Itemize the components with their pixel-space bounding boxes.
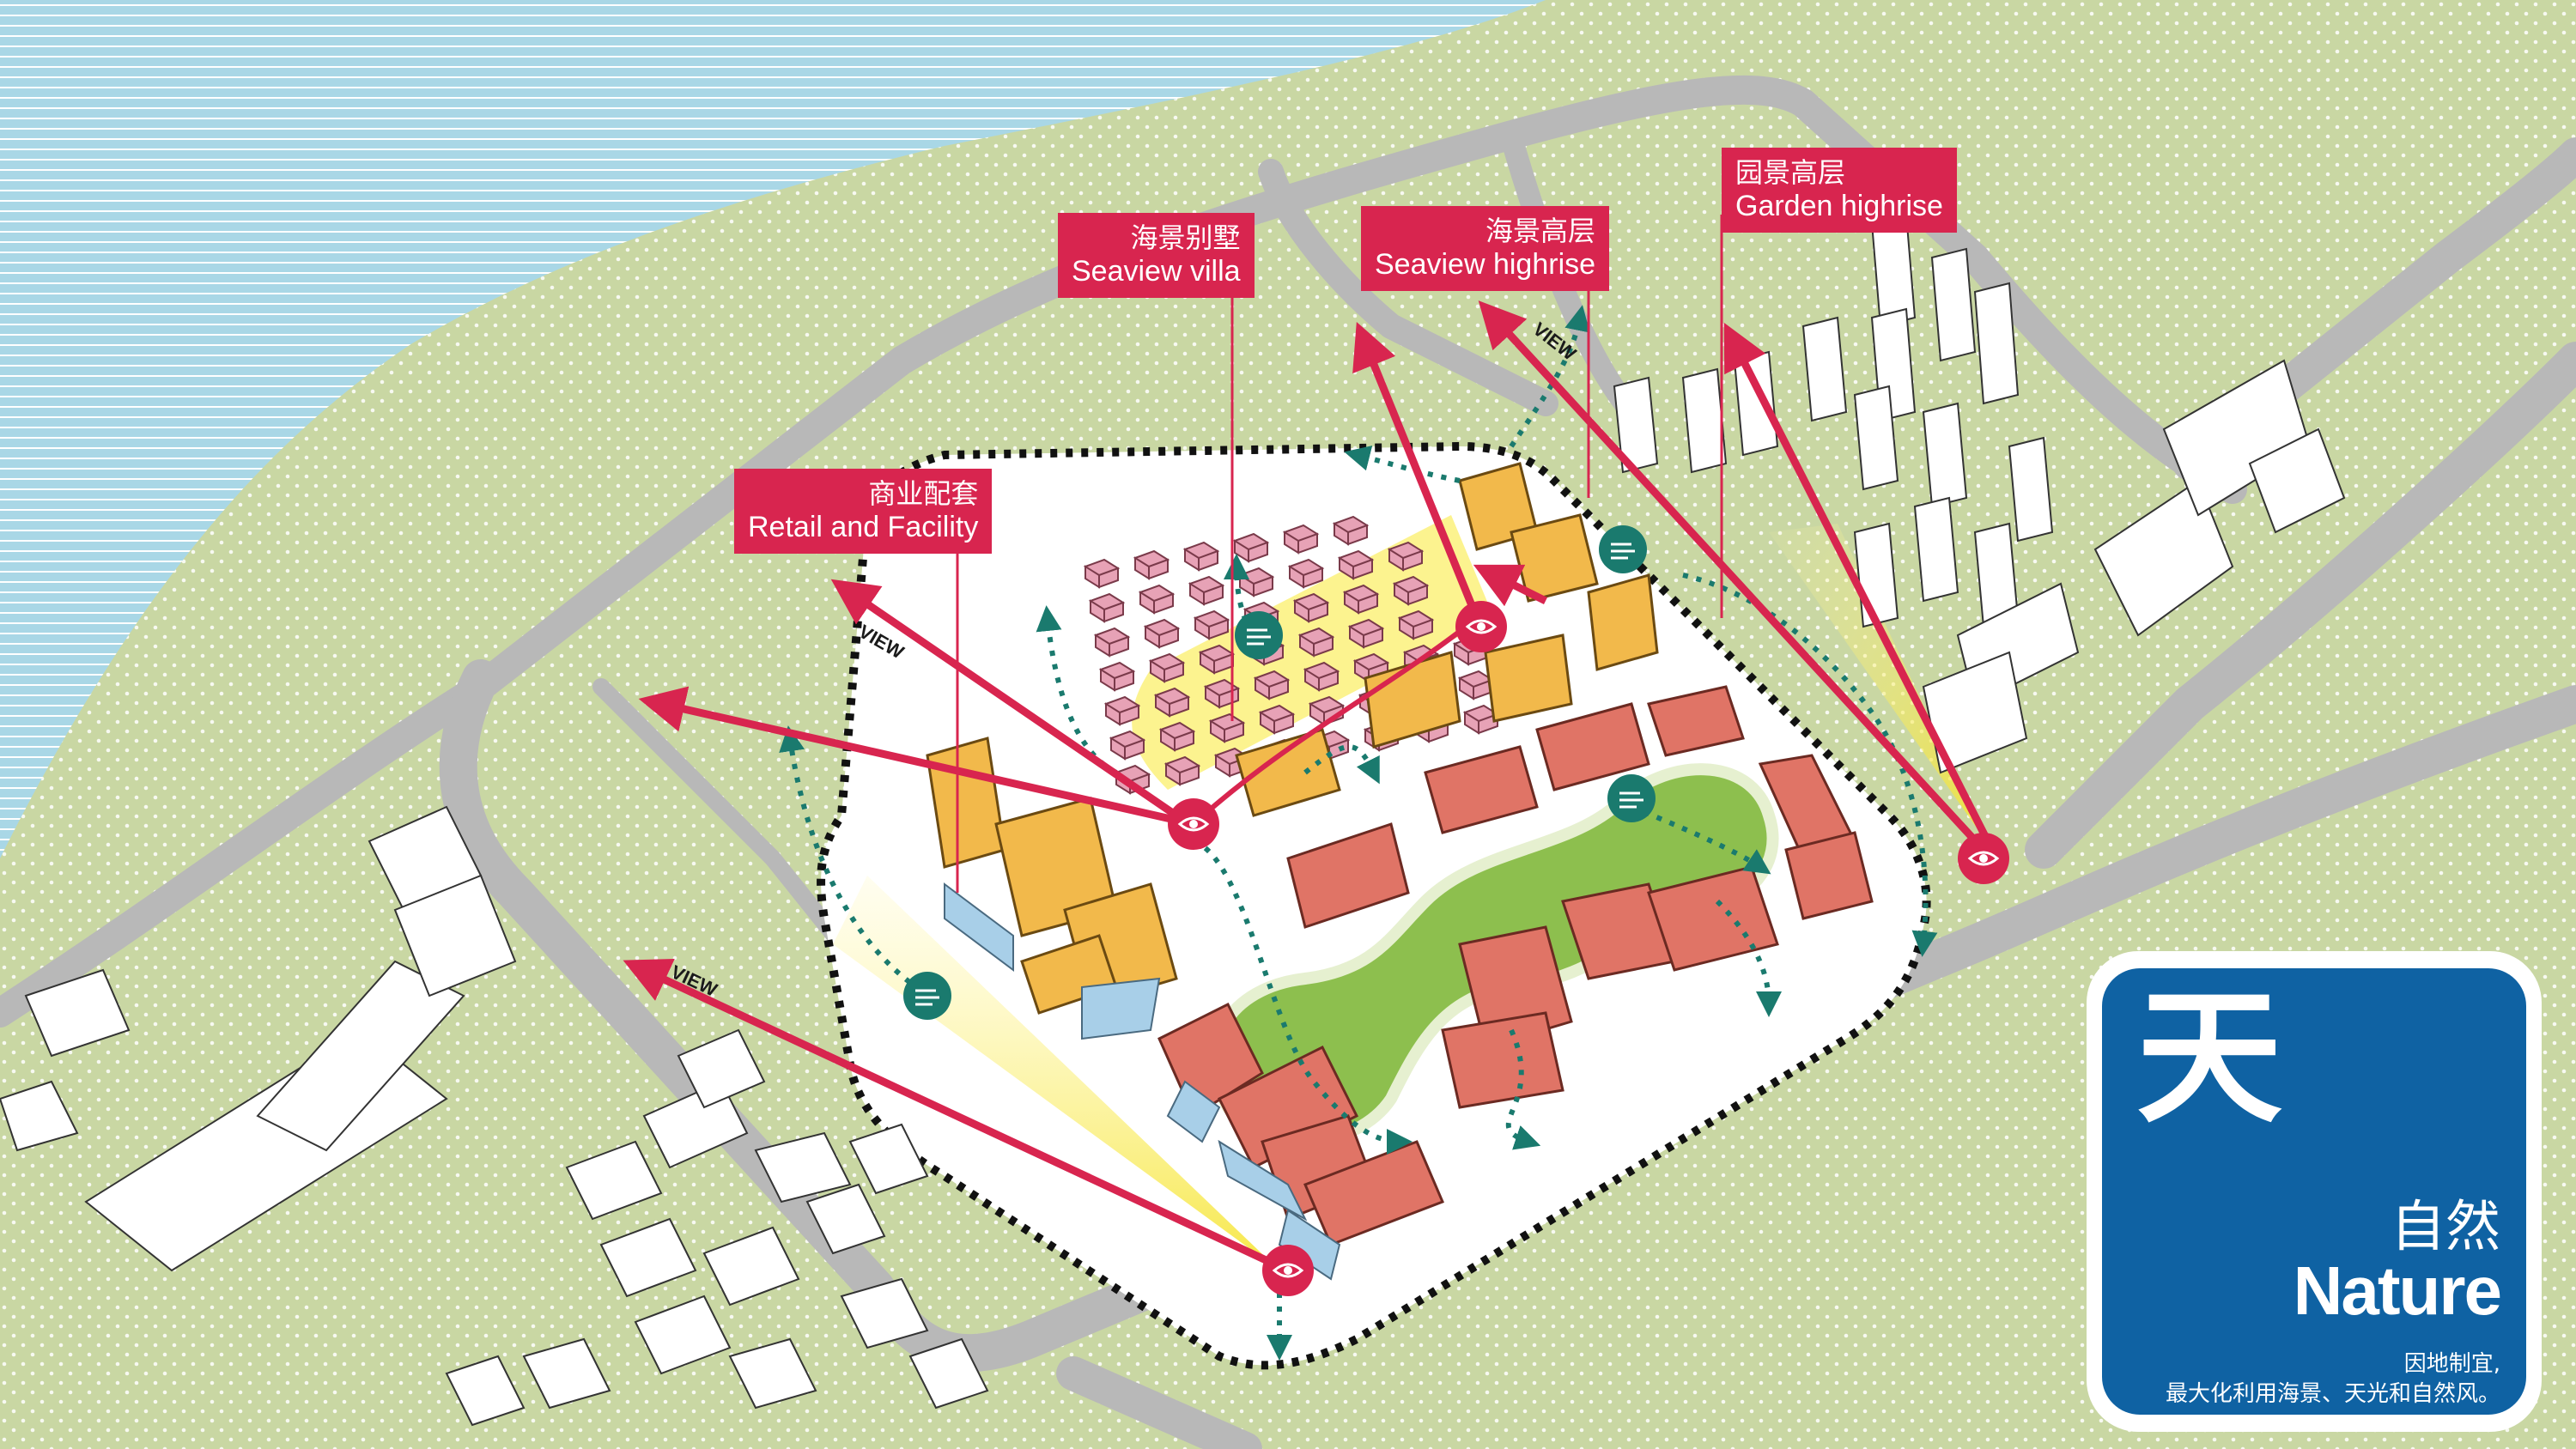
villa-unit — [1397, 609, 1435, 640]
villa-unit — [1083, 558, 1121, 589]
label-retail-cn: 商业配套 — [868, 477, 979, 510]
nature-desc-line2: 最大化利用海景、天光和自然风。 — [2165, 1381, 2500, 1407]
villa-unit — [1093, 627, 1131, 658]
villa-unit — [1158, 721, 1196, 752]
villa-unit — [1188, 575, 1225, 606]
villa-arc — [1191, 615, 1479, 827]
label-retail: 商业配套 Retail and Facility — [734, 469, 993, 555]
villa-unit — [1148, 652, 1186, 683]
villa-unit — [1347, 618, 1385, 649]
label-seaview-villa: 海景别墅 Seaview villa — [1058, 213, 1255, 299]
nature-desc-line1: 因地制宜, — [2403, 1351, 2500, 1377]
nature-card: 天 自然 Nature 因地制宜, 最大化利用海景、天光和自然风。 — [2087, 951, 2542, 1432]
villa-unit — [1143, 618, 1181, 649]
villa-unit — [1253, 670, 1291, 700]
sea-area — [0, 0, 1546, 858]
villa-unit — [1392, 575, 1430, 606]
villa-unit — [1387, 541, 1425, 572]
villa-unit — [1153, 687, 1191, 718]
villa-unit — [1342, 584, 1380, 615]
label-garden-highrise: 园景高层 Garden highrise — [1722, 148, 1957, 233]
villa-unit — [1133, 549, 1170, 580]
villa-unit — [1203, 678, 1241, 709]
villa-unit — [1103, 695, 1141, 726]
label-seaview-highrise-en: Seaview highrise — [1375, 248, 1596, 282]
villa-unit — [1182, 541, 1220, 572]
label-seaview-villa-en: Seaview villa — [1072, 255, 1241, 288]
villa-unit — [1163, 755, 1201, 786]
nature-card-inner: 天 自然 Nature 因地制宜, 最大化利用海景、天光和自然风。 — [2102, 968, 2526, 1415]
surrounding-buildings — [0, 213, 2346, 1427]
villa-unit — [1332, 515, 1370, 546]
label-garden-highrise-en: Garden highrise — [1735, 190, 1943, 223]
villa-unit — [1109, 730, 1146, 761]
label-retail-en: Retail and Facility — [748, 511, 979, 544]
villa-unit — [1208, 712, 1246, 743]
eye-icons — [1168, 601, 2009, 1296]
villa-unit — [1088, 592, 1126, 623]
wind-icons — [903, 525, 1656, 1020]
villa-unit — [1292, 592, 1330, 623]
label-leaders — [956, 215, 1723, 893]
villa-unit — [1193, 609, 1230, 640]
villa-unit — [1258, 704, 1296, 735]
retail-facility — [944, 882, 1341, 1281]
villa-unit — [1457, 670, 1495, 700]
villa-unit — [1303, 661, 1340, 692]
label-seaview-villa-cn: 海景别墅 — [1130, 221, 1241, 254]
view-glow-garden — [1769, 524, 1992, 850]
view-glow-retail — [833, 876, 1279, 1270]
label-seaview-highrise: 海景高层 Seaview highrise — [1361, 206, 1610, 292]
label-seaview-highrise-cn: 海景高层 — [1485, 215, 1596, 247]
nature-char: 天 — [2136, 973, 2283, 1143]
villa-unit — [1138, 584, 1176, 615]
label-garden-highrise-cn: 园景高层 — [1735, 156, 1846, 189]
villa-unit — [1337, 549, 1375, 580]
villa-unit — [1297, 627, 1335, 658]
villa-unit — [1287, 558, 1325, 589]
villa-unit — [1282, 524, 1320, 555]
villa-unit — [1098, 661, 1136, 692]
nature-title-en: Nature — [2293, 1252, 2502, 1329]
nature-title-cn: 自然 — [2391, 1196, 2500, 1259]
view-arrows — [623, 300, 1996, 1275]
